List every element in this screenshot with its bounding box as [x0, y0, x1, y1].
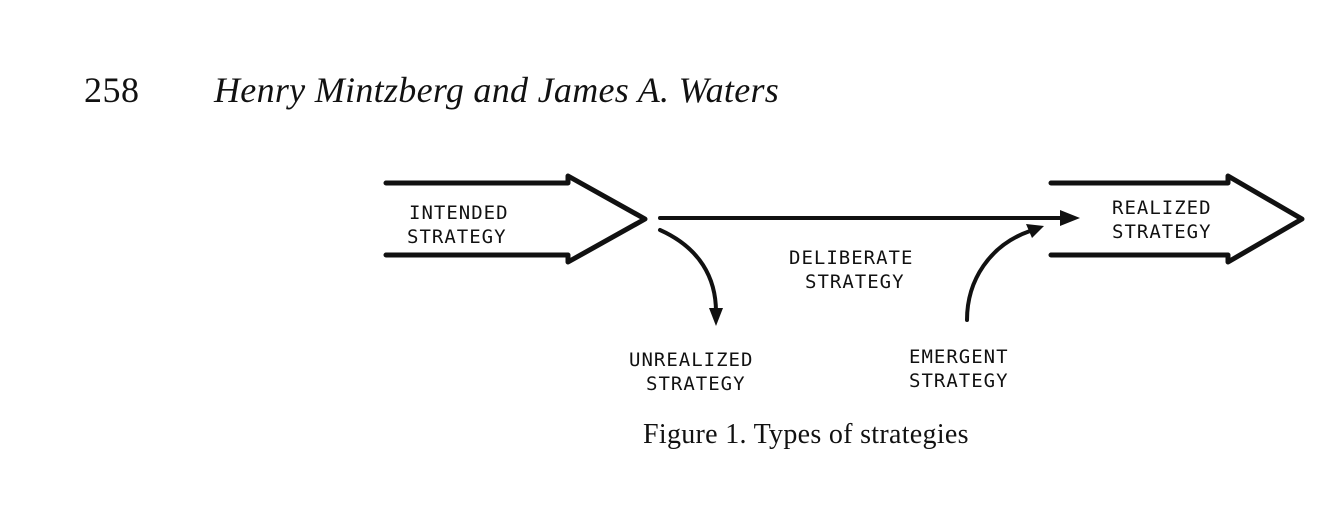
unrealized-label-line2: STRATEGY: [646, 373, 746, 395]
realized-label-line2: STRATEGY: [1112, 221, 1212, 243]
intended-label-line1: INTENDED: [409, 202, 509, 224]
deliberate-label-line2: STRATEGY: [805, 271, 905, 293]
realized-label-line1: REALIZED: [1112, 197, 1212, 219]
figure-caption: Figure 1. Types of strategies: [643, 419, 969, 450]
emergent-label-line2: STRATEGY: [909, 370, 1009, 392]
intended-strategy-arrow: [383, 173, 648, 265]
intended-label-line2: STRATEGY: [407, 226, 507, 248]
unrealized-arrowhead: [709, 308, 723, 326]
emergent-label-line1: EMERGENT: [909, 346, 1009, 368]
realized-strategy-arrow: [1048, 173, 1305, 265]
emergent-strategy-curve: [965, 229, 1032, 322]
page-number: 258: [84, 70, 140, 110]
unrealized-strategy-curve: [658, 228, 718, 314]
unrealized-label-line1: UNREALIZED: [629, 349, 753, 371]
deliberate-arrowhead: [1060, 210, 1080, 226]
running-head: Henry Mintzberg and James A. Waters: [214, 70, 780, 110]
deliberate-label-line1: DELIBERATE: [789, 247, 913, 269]
emergent-arrowhead: [1026, 224, 1044, 238]
